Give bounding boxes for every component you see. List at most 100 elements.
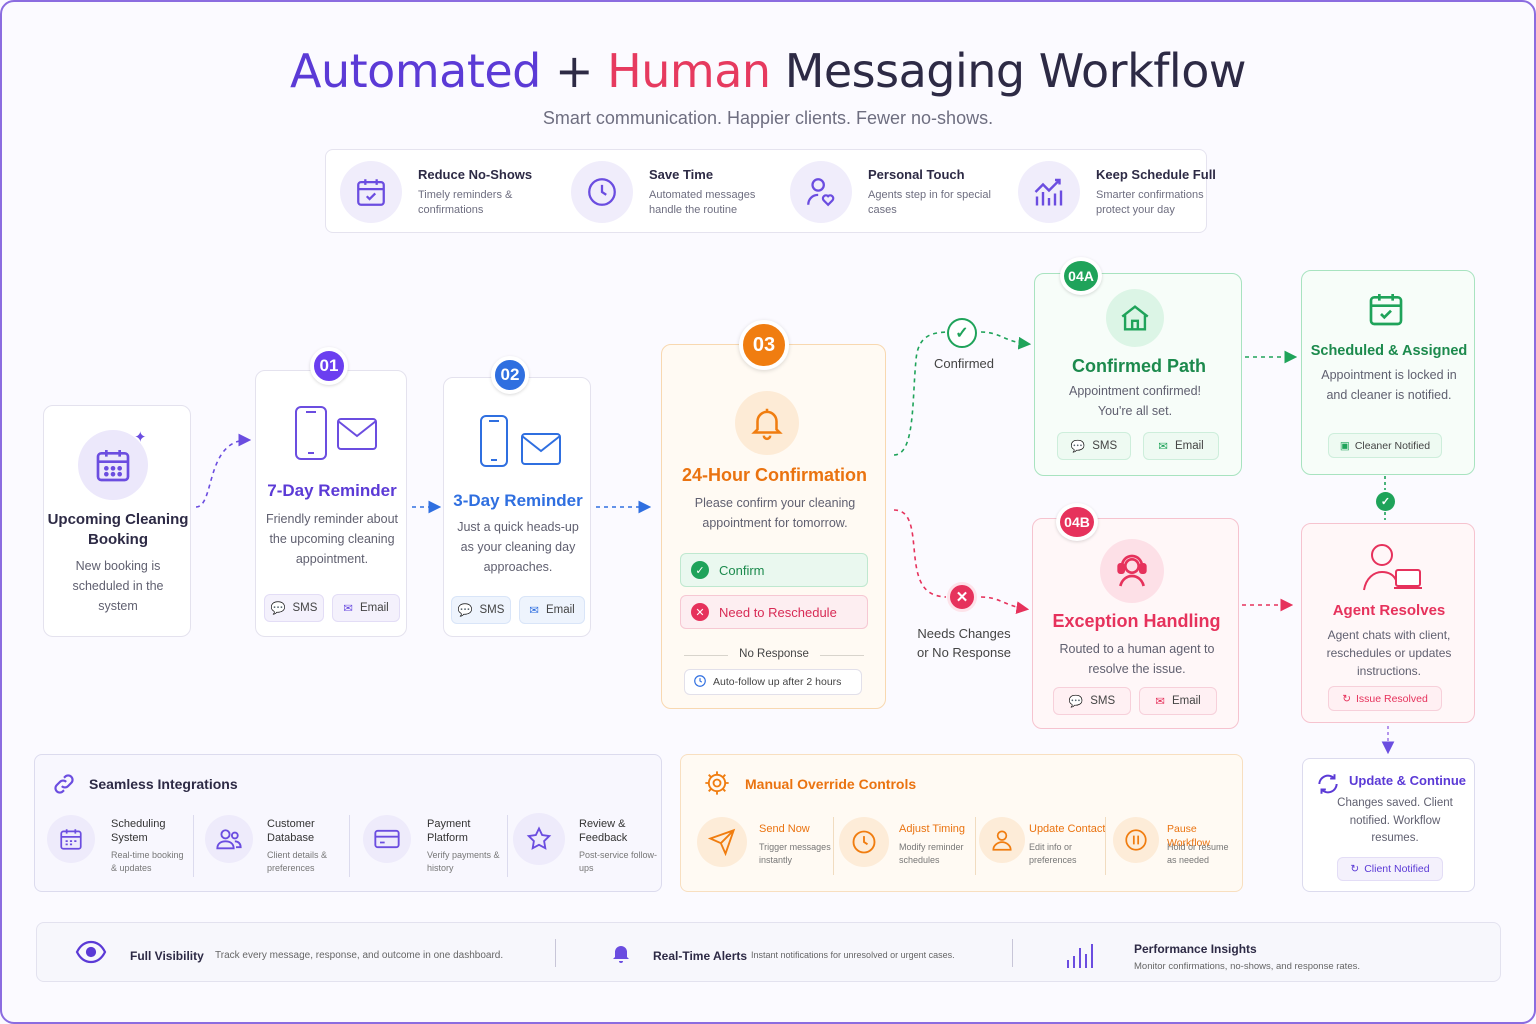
- exception-handling-card: Exception Handling Routed to a human age…: [1032, 518, 1239, 729]
- update-continue-card: Update & Continue Changes saved. Client …: [1302, 758, 1475, 892]
- pause-icon[interactable]: [1113, 817, 1159, 863]
- step2-desc: Just a quick heads-up as your cleaning d…: [457, 520, 579, 574]
- confirmed-check-icon: ✓: [947, 318, 977, 348]
- booking-desc: New booking is scheduled in the system: [72, 559, 164, 613]
- page-title: Automated + Human Messaging Workflow: [290, 44, 1246, 98]
- agent-title: Agent Resolves: [1332, 602, 1446, 619]
- chat-icon: 💬: [270, 601, 286, 615]
- integration-database-title: Customer Database: [267, 818, 315, 844]
- calendar-icon: [78, 430, 148, 500]
- agent-resolves-card: Agent Resolves Agent chats with client, …: [1301, 523, 1475, 723]
- clock-icon: [571, 161, 633, 223]
- step3-badge: 03: [739, 320, 789, 370]
- divider: [1012, 939, 1013, 967]
- mail-icon: ✉: [343, 603, 353, 615]
- path-a-sms-chip: 💬SMS: [1057, 432, 1131, 460]
- step-24-hour-confirmation: 24-Hour Confirmation Please confirm your…: [661, 344, 886, 709]
- footer-insights-desc: Monitor confirmations, no-shows, and res…: [1134, 961, 1360, 972]
- booking-card: ✦ Upcoming Cleaning Booking New booking …: [43, 405, 191, 637]
- integration-scheduling-title: Scheduling System: [111, 818, 166, 844]
- headset-agent-icon: [1100, 539, 1164, 603]
- step2-sms-chip: 💬SMS: [451, 596, 511, 624]
- check-icon: ✓: [1376, 492, 1395, 511]
- clock-icon[interactable]: [839, 817, 889, 867]
- confirmed-label: Confirmed: [934, 356, 994, 371]
- integration-review-title: Review & Feedback: [579, 818, 628, 844]
- page-subtitle: Smart communication. Happier clients. Fe…: [542, 108, 994, 128]
- booking-title: Upcoming Cleaning Booking: [47, 511, 189, 548]
- path-b-desc: Routed to a human agent to resolve the i…: [1059, 642, 1215, 676]
- refresh-check-icon: ↻: [1350, 863, 1360, 875]
- path-b-badge: 04B: [1056, 503, 1098, 541]
- override-contact-title: Update Contact: [1029, 823, 1106, 835]
- integrations-panel: Seamless Integrations Scheduling System …: [34, 754, 662, 892]
- link-icon: [51, 771, 77, 802]
- footer-visibility-title: Full Visibility: [130, 949, 204, 963]
- clock-icon: [693, 674, 707, 691]
- issue-resolved-chip: ↻Issue Resolved: [1328, 686, 1442, 711]
- bar-chart-icon: [1065, 941, 1097, 974]
- integration-review-desc: Post-service follow-ups: [579, 850, 658, 873]
- agent-desc: Agent chats with client, reschedules or …: [1326, 628, 1452, 678]
- path-b-email-chip: ✉Email: [1139, 687, 1217, 715]
- needs-changes-x-icon: ✕: [947, 582, 977, 612]
- override-timing-desc: Modify reminder schedules: [899, 842, 964, 865]
- calendar-icon: ▣: [1339, 439, 1350, 452]
- chat-icon: 💬: [457, 603, 473, 617]
- calendar-check-icon: [340, 161, 402, 223]
- reschedule-option[interactable]: ✕Need to Reschedule: [680, 595, 868, 629]
- footer-bar: Full Visibility Track every message, res…: [36, 922, 1501, 982]
- footer-alerts-title: Real-Time Alerts: [653, 949, 748, 963]
- user-icon[interactable]: [979, 817, 1025, 863]
- mail-icon: ✉: [529, 605, 539, 617]
- override-pause-desc: Hold or resume as needed: [1167, 842, 1229, 865]
- phone-icon: [479, 414, 509, 473]
- home-icon: [1106, 289, 1164, 347]
- cleaner-notified-chip: ▣Cleaner Notified: [1328, 433, 1442, 458]
- divider: [975, 817, 976, 875]
- step1-sms-chip: 💬SMS: [264, 594, 324, 622]
- path-a-email-chip: ✉Email: [1143, 432, 1219, 460]
- mail-icon: [520, 432, 562, 471]
- credit-card-icon: [363, 815, 411, 863]
- step-7-day-reminder: 7-Day Reminder Friendly reminder about t…: [255, 370, 407, 637]
- sparkle-icon: ✦: [134, 429, 147, 446]
- footer-insights-title: Performance Insights: [1134, 942, 1257, 956]
- gear-icon: [703, 769, 731, 802]
- scheduled-desc: Appointment is locked in and cleaner is …: [1321, 368, 1457, 402]
- step-3-day-reminder: 3-Day Reminder Just a quick heads-up as …: [443, 377, 591, 637]
- chat-icon: 💬: [1070, 441, 1086, 453]
- footer-visibility-desc: Track every message, response, and outco…: [215, 950, 504, 961]
- confirmed-path-card: Confirmed Path Appointment confirmed! Yo…: [1034, 273, 1242, 476]
- client-notified-chip: ↻Client Notified: [1337, 857, 1443, 881]
- confirm-option[interactable]: ✓Confirm: [680, 553, 868, 587]
- footer-alerts-desc: Instant notifications for unresolved or …: [751, 950, 955, 960]
- integration-scheduling-desc: Real-time booking & updates: [111, 850, 184, 873]
- send-icon[interactable]: [697, 817, 747, 867]
- divider: [555, 939, 556, 967]
- step3-title: 24-Hour Confirmation: [681, 465, 867, 485]
- step1-title: 7-Day Reminder: [267, 481, 397, 500]
- bell-icon: [735, 391, 799, 455]
- override-contact-desc: Edit info or preferences: [1029, 842, 1077, 865]
- star-icon: [513, 813, 565, 865]
- update-desc: Changes saved. Client notified. Workflow…: [1337, 797, 1453, 844]
- x-circle-icon: ✕: [691, 603, 709, 621]
- divider: [507, 815, 508, 877]
- chat-icon: 💬: [1068, 696, 1084, 708]
- integration-payment-desc: Verify payments & history: [427, 850, 500, 873]
- phone-icon: [294, 405, 328, 466]
- agent-laptop-icon: [1360, 542, 1426, 597]
- override-send-desc: Trigger messages instantly: [759, 842, 831, 865]
- integration-payment-title: Payment Platform: [427, 818, 471, 844]
- integrations-title: Seamless Integrations: [89, 776, 238, 792]
- path-a-title: Confirmed Path: [1071, 356, 1206, 376]
- divider: [193, 815, 194, 877]
- scheduled-assigned-card: Scheduled & Assigned Appointment is lock…: [1301, 270, 1475, 475]
- needs-changes-label: Needs Changes or No Response: [917, 626, 1011, 660]
- step3-desc: Please confirm your cleaning appointment…: [694, 496, 856, 530]
- check-circle-icon: ✓: [691, 561, 709, 579]
